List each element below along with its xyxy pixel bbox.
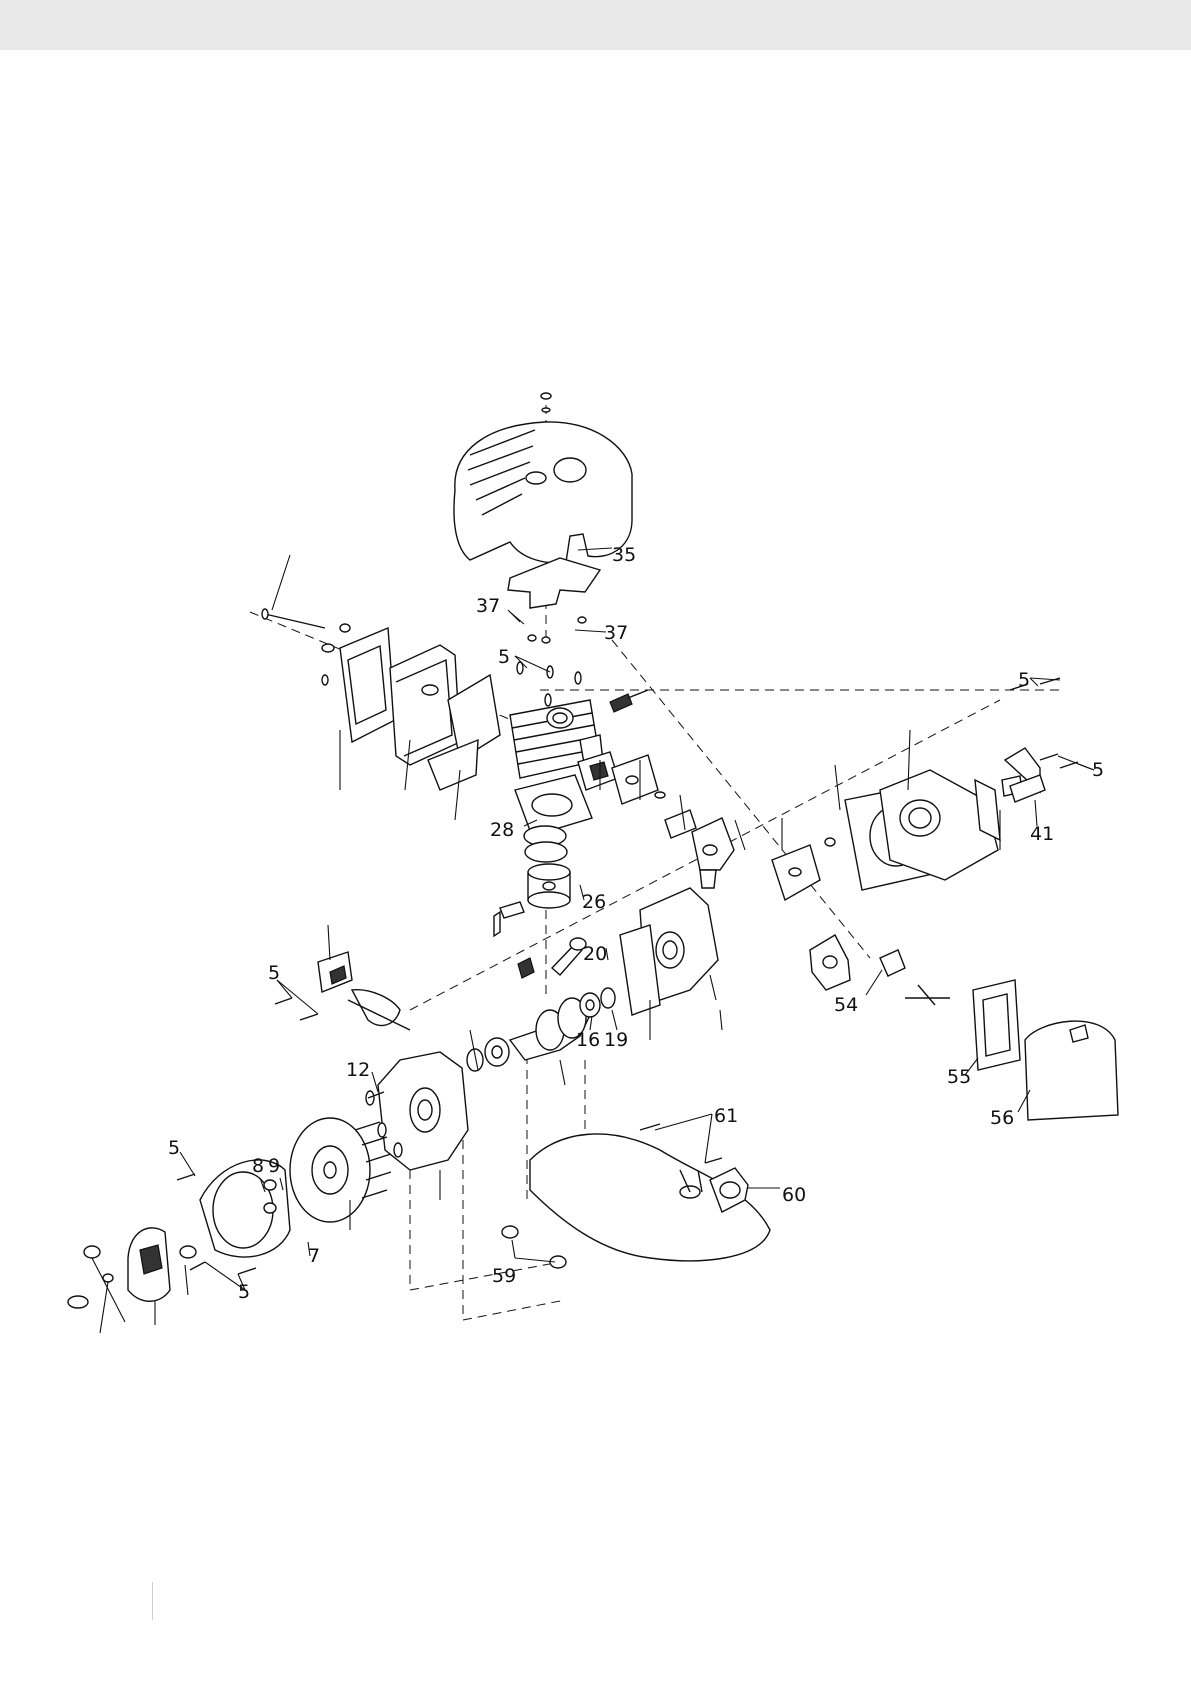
piston-pin (494, 902, 524, 936)
intake-manifold (578, 752, 696, 838)
spark-plug (610, 690, 648, 712)
label-26: 26 (582, 891, 606, 913)
clutch-assembly (68, 1228, 196, 1308)
throttle-bracket (880, 950, 950, 1005)
label-28: 28 (490, 819, 514, 841)
piston-rings (524, 826, 567, 862)
connecting-rod (552, 938, 586, 975)
label-37-right: 37 (604, 622, 628, 644)
piston (528, 864, 570, 908)
label-9: 9 (268, 1155, 280, 1177)
label-19: 19 (604, 1029, 628, 1051)
label-55: 55 (947, 1066, 971, 1088)
label-16: 16 (576, 1029, 600, 1051)
label-61: 61 (714, 1105, 738, 1127)
label-8: 8 (252, 1155, 264, 1177)
label-7: 7 (308, 1245, 320, 1267)
label-41: 41 (1030, 823, 1054, 845)
muffler-assembly (262, 609, 500, 790)
label-5-cylinder: 5 (498, 646, 510, 668)
label-5-fan-cover: 5 (168, 1137, 180, 1159)
label-5-airbox-right: 5 (1092, 759, 1104, 781)
air-filter-cover (1025, 1021, 1118, 1120)
label-5-coil: 5 (268, 962, 280, 984)
needle-bearing (518, 958, 534, 978)
crankcase-left-half (366, 1052, 468, 1170)
label-37-left: 37 (476, 595, 500, 617)
page-margin-mark (152, 1582, 153, 1620)
label-56: 56 (990, 1107, 1014, 1129)
tank-grommets (502, 1226, 566, 1268)
ignition-coil (318, 952, 410, 1030)
carburetor (692, 818, 734, 888)
reed-plate (810, 935, 850, 990)
label-12: 12 (346, 1059, 370, 1081)
label-60: 60 (782, 1184, 806, 1206)
label-35: 35 (612, 544, 636, 566)
label-59: 59 (492, 1265, 516, 1287)
flywheel (290, 1118, 391, 1222)
label-20: 20 (583, 943, 607, 965)
label-5-airbox-top: 5 (1018, 669, 1030, 691)
label-54: 54 (834, 994, 858, 1016)
air-filter-element (973, 980, 1020, 1070)
label-5-clutch: 5 (238, 1281, 250, 1303)
air-filter-housing (880, 770, 1022, 880)
